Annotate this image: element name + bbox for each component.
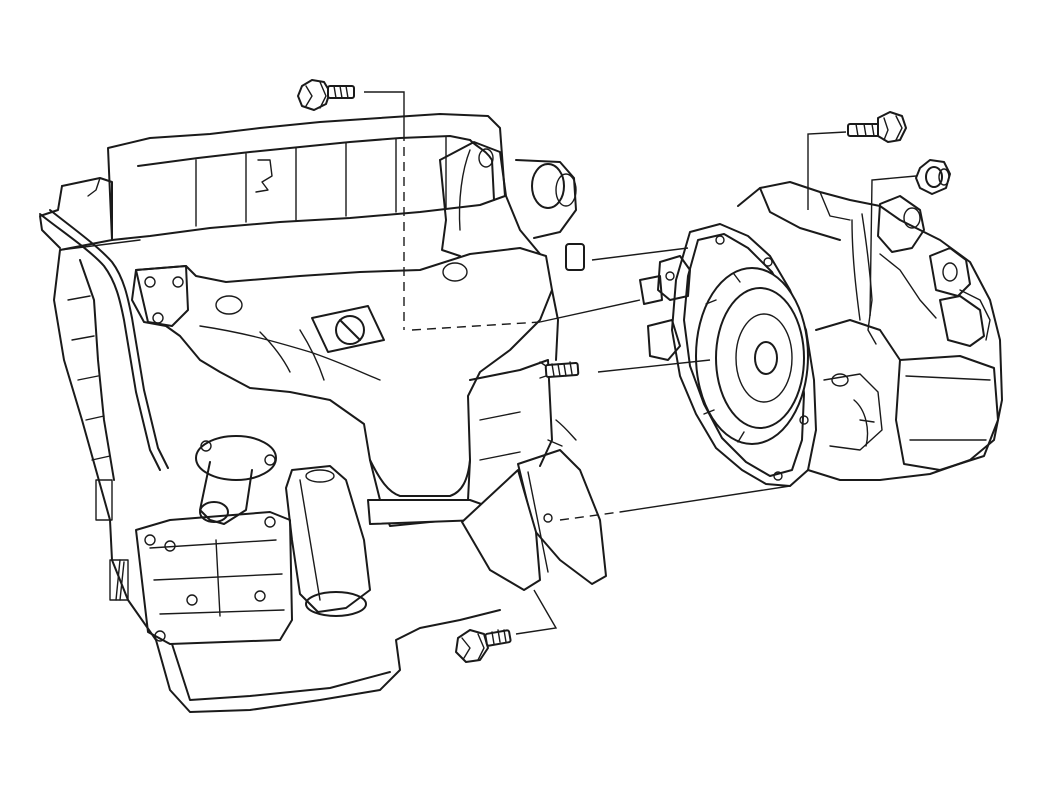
bolt-top-engine — [297, 79, 355, 111]
oil-pan — [135, 511, 391, 701]
stud-bolt — [539, 361, 580, 379]
block-rear — [469, 289, 577, 467]
bolt-upper-right — [847, 111, 907, 143]
nut — [915, 159, 951, 195]
engine-block — [39, 177, 501, 713]
exhaust-manifold — [131, 247, 553, 527]
cylinder-head-cover — [107, 113, 506, 241]
leader-lines — [364, 91, 917, 635]
heat-shield — [439, 141, 585, 271]
engine-assembly — [39, 113, 607, 713]
transaxle-top-components — [851, 195, 991, 347]
mounting-bracket — [461, 449, 607, 591]
transaxle-left-end — [639, 255, 691, 361]
transaxle-assembly — [639, 181, 1003, 487]
transaxle-case — [737, 181, 1003, 481]
oil-filter — [285, 465, 371, 617]
bolt-bottom — [455, 629, 512, 663]
water-outlet — [195, 435, 277, 525]
torque-converter — [695, 267, 809, 445]
